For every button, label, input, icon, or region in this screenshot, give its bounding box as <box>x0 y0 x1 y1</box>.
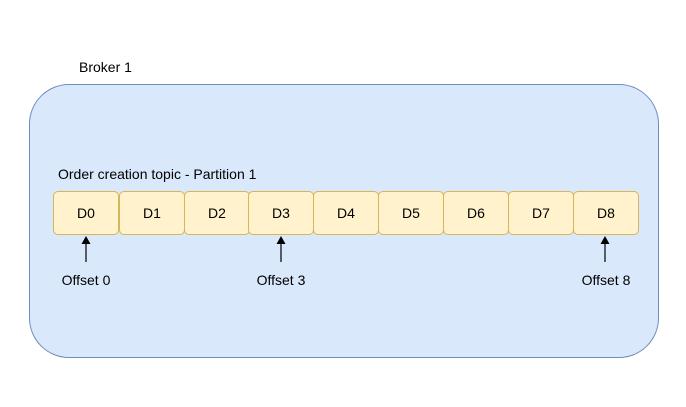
log-cell-d8: D8 <box>573 191 639 235</box>
broker-label: Broker 1 <box>79 59 132 75</box>
offset-0-label: Offset 0 <box>61 272 111 288</box>
log-cell-d5: D5 <box>378 191 444 235</box>
log-cell-d6: D6 <box>443 191 509 235</box>
offset-8-label: Offset 8 <box>581 272 631 288</box>
offset-8-arrow-icon <box>600 236 610 262</box>
log-cell-d7: D7 <box>508 191 574 235</box>
offset-3-arrow-icon <box>276 236 286 262</box>
log-cell-d2: D2 <box>184 191 250 235</box>
partition-label: Order creation topic - Partition 1 <box>58 166 257 182</box>
offset-0-arrow-icon <box>81 236 91 262</box>
log-cell-d0: D0 <box>53 191 119 235</box>
log-cell-d3: D3 <box>248 191 314 235</box>
log-cell-d4: D4 <box>313 191 379 235</box>
log-cell-d1: D1 <box>119 191 185 235</box>
offset-3-label: Offset 3 <box>256 272 306 288</box>
